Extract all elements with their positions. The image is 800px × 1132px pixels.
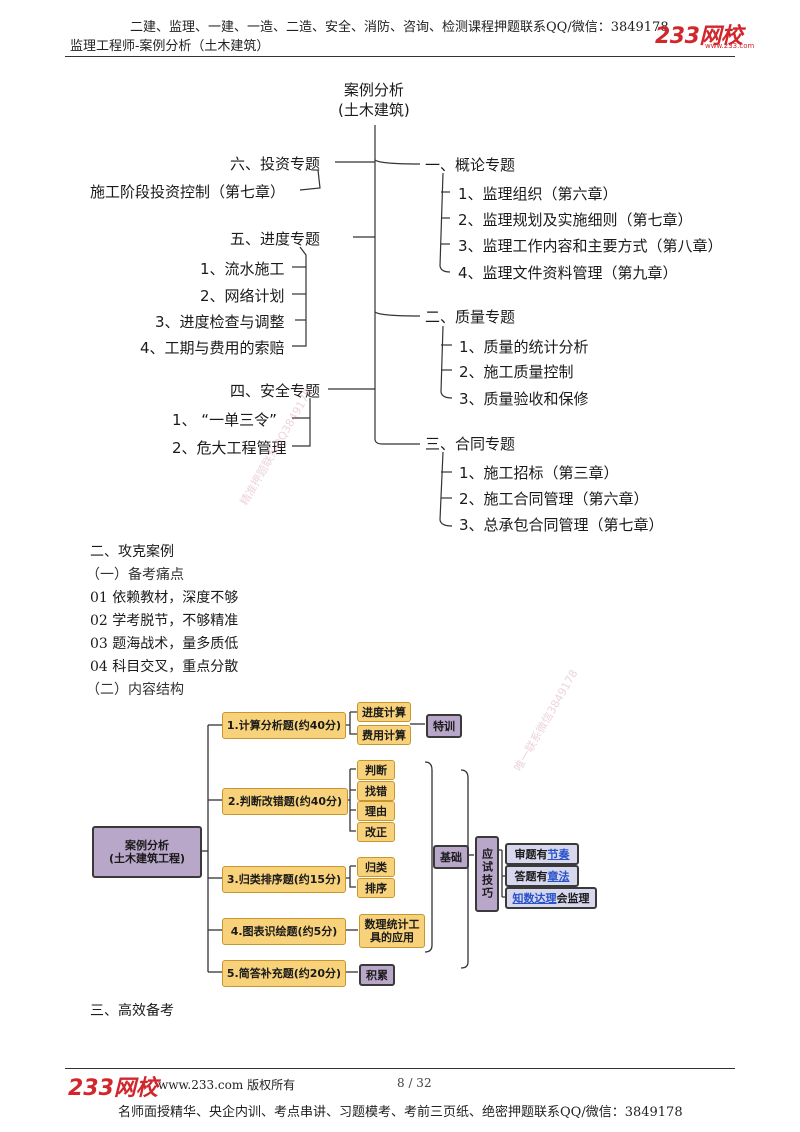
skill-keyword: 节奏 [547,847,570,861]
brand-logo-url: www.233.com [705,42,755,50]
mindmap-root-line2: (土木建筑) [338,101,410,119]
question-type-classify: 3.归类排序题(约15分) [222,866,346,893]
section-heading: 二、攻克案例 [90,544,174,560]
topic-overview-item: 3、监理工作内容和主要方式（第八章） [458,237,723,255]
topic-contract-item: 1、施工招标（第三章） [459,464,619,482]
topic-safety-item: 1、 “一单三令” [172,411,277,429]
sub-judge: 判断 [357,760,395,780]
skill-item: 知数达理会监理 [505,887,597,909]
footer-copyright: www.233.com 版权所有 [158,1078,296,1092]
subsection-heading: （二）内容结构 [86,682,184,698]
sub-sort: 排序 [357,878,395,898]
question-type-short-answer: 5.简答补充题(约20分) [222,960,346,987]
subsection-heading: （一）备考痛点 [86,567,184,583]
footer-contact-line: 名师面授精华、央企内训、考点串讲、习题模考、考前三页纸、绝密押题联系QQ/微信：… [118,1105,683,1120]
foundation-box: 基础 [433,845,469,869]
sub-reason: 理由 [357,801,395,821]
sub-statistics-tools: 数理统计工具的应用 [359,914,425,948]
structure-root: 案例分析 (土木建筑工程) [92,826,202,878]
structure-root-line1: 案例分析 [125,839,169,852]
topic-contract-item: 3、总承包合同管理（第七章） [459,516,664,534]
topic-quality-item: 3、质量验收和保修 [459,390,589,408]
topic-overview-item: 1、监理组织（第六章） [458,185,618,203]
question-type-calc: 1.计算分析题(约40分) [222,712,346,739]
topic-investment-item: 施工阶段投资控制（第七章） [90,183,286,201]
topic-overview-item: 4、监理文件资料管理（第九章） [458,264,678,282]
sub-schedule-calc: 进度计算 [357,702,411,722]
special-training-box: 特训 [426,714,462,738]
sub-cost-calc: 费用计算 [357,725,411,745]
sub-classify: 归类 [357,857,395,877]
topic-schedule-item: 2、网络计划 [200,287,285,305]
skill-item: 审题有节奏 [505,843,579,865]
pain-point-item: 03 题海战术，量多质低 [90,636,239,652]
page-number: 8 / 32 [397,1076,432,1090]
header-divider [65,56,735,57]
footer-divider [65,1068,735,1069]
header-contact-line: 二建、监理、一建、一造、二造、安全、消防、咨询、检测课程押题联系QQ/微信：38… [130,20,669,35]
footer-brand-logo: 233网校 [68,1076,158,1101]
topic-schedule-item: 1、流水施工 [200,260,285,278]
structure-root-line2: (土木建筑工程) [108,852,186,865]
mindmap-root: 案例分析 (土木建筑) [338,80,410,120]
pain-point-item: 01 依赖教材，深度不够 [90,590,239,606]
topic-contract-item: 2、施工合同管理（第六章） [459,490,649,508]
skill-keyword: 知数达理 [512,891,557,905]
sub-accumulate: 积累 [359,964,395,986]
topic-overview: 一、概论专题 [425,156,516,174]
mindmap-root-line1: 案例分析 [343,81,404,99]
topic-schedule: 五、进度专题 [230,230,321,248]
exam-skills-box: 应试技巧 [475,836,499,912]
sub-correct: 改正 [357,822,395,842]
topic-quality-item: 2、施工质量控制 [459,363,574,381]
topic-schedule-item: 4、工期与费用的索赔 [140,339,285,357]
topic-safety-item: 2、危大工程管理 [172,439,287,457]
pain-point-item: 04 科目交叉，重点分散 [90,659,239,675]
header-doc-title: 监理工程师-案例分析（土木建筑） [70,39,270,54]
skill-item: 答题有章法 [505,865,579,887]
topic-overview-item: 2、监理规划及实施细则（第七章） [458,211,693,229]
mindmap-connectors [292,125,453,527]
section-heading: 三、高效备考 [90,1003,174,1019]
topic-schedule-item: 3、进度检查与调整 [155,313,285,331]
topic-quality: 二、质量专题 [425,308,516,326]
question-type-chart: 4.图表识绘题(约5分) [222,918,346,945]
topic-quality-item: 1、质量的统计分析 [459,338,589,356]
brand-logo: 233网校 [655,24,743,49]
sub-find-error: 找错 [357,781,395,801]
pain-point-item: 02 学考脱节，不够精准 [90,613,239,629]
question-type-judge: 2.判断改错题(约40分) [222,788,348,815]
skill-keyword: 章法 [547,869,570,883]
topic-safety: 四、安全专题 [230,382,321,400]
topic-investment: 六、投资专题 [230,155,321,173]
topic-contract: 三、合同专题 [425,435,516,453]
